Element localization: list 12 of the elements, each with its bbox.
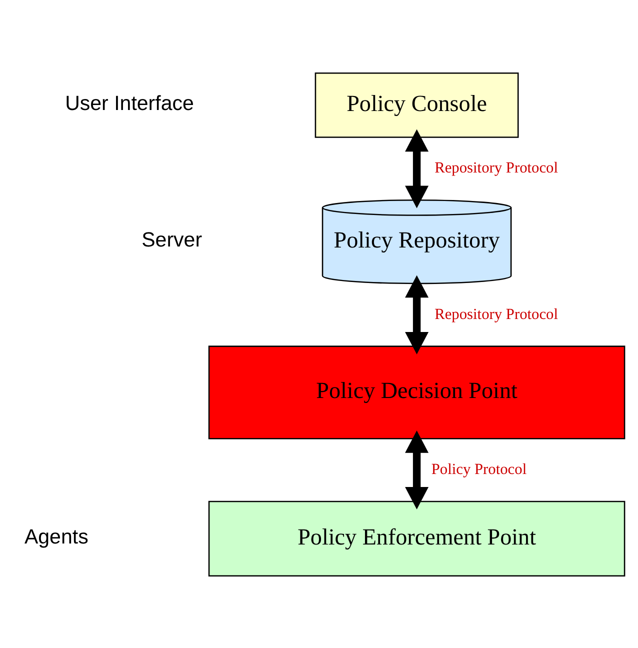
label: Server — [142, 228, 202, 252]
arrow — [405, 430, 429, 509]
node-box: Policy Decision Point — [208, 345, 626, 439]
edge-label: Repository Protocol — [434, 159, 558, 176]
edge-label: Repository Protocol — [434, 305, 558, 322]
edge-label: Policy Protocol — [431, 460, 527, 478]
label: User Interface — [65, 92, 194, 115]
label: Agents — [24, 525, 88, 548]
arrow — [405, 128, 429, 208]
node-box: Policy Console — [314, 72, 519, 138]
node-box: Policy Enforcement Point — [208, 500, 626, 576]
arrow — [405, 274, 429, 354]
